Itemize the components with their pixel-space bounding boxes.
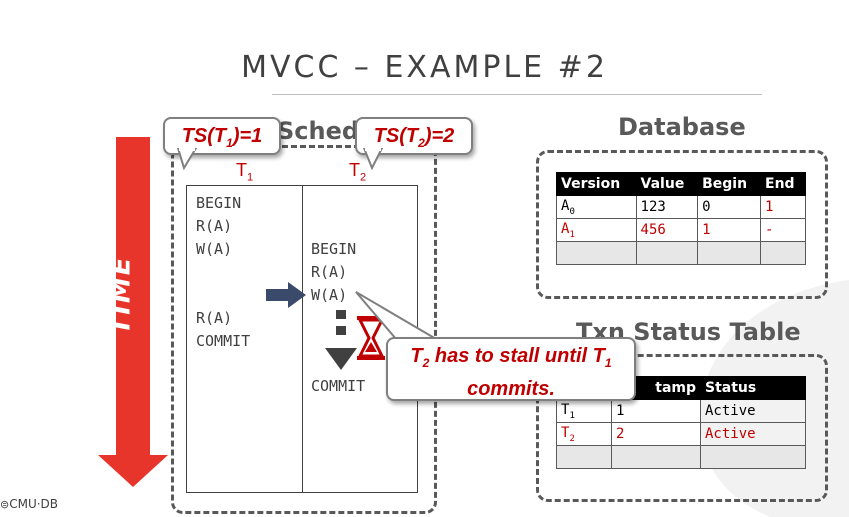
ts-t1-callout-tail	[176, 148, 198, 170]
begin-cell	[697, 241, 761, 265]
cmu-db-logo: ⊜CMU·DB	[0, 497, 59, 511]
t1-op: W(A)	[196, 240, 233, 258]
timestamp-cell	[611, 445, 701, 469]
version-cell: A1	[556, 218, 637, 242]
version-cell: A0	[556, 195, 637, 219]
wait-down-arrow-icon	[325, 310, 357, 370]
t1-op: COMMIT	[196, 332, 251, 350]
value-cell: 456	[635, 218, 699, 242]
stall-callout: T2 has to stall until T1 commits.	[386, 337, 636, 401]
status-cell: Active	[700, 422, 806, 446]
timestamp-cell: 1	[611, 399, 701, 423]
logo-icon: ⊜	[0, 498, 10, 511]
t2-op: BEGIN	[311, 240, 357, 258]
t1-op: R(A)	[196, 309, 233, 327]
title-rule	[272, 94, 762, 95]
time-arrow	[98, 137, 168, 487]
table-row: A0 123 0 1	[556, 195, 806, 219]
stall-callout-line1: T2 has to stall until T1	[410, 345, 612, 370]
current-op-pointer-icon	[266, 282, 306, 308]
schedule-table	[186, 185, 418, 493]
schedule-box	[171, 145, 437, 514]
value-cell	[635, 241, 699, 265]
begin-cell: 1	[697, 218, 761, 242]
status-cell: Active	[700, 399, 806, 423]
header-status: Status	[700, 376, 806, 400]
t1-column-label: T1	[236, 160, 254, 184]
txn-cell: T2	[556, 422, 612, 446]
t2-op: R(A)	[311, 263, 348, 281]
t2-ops: BEGIN R(A) W(A)	[311, 238, 356, 307]
end-cell: -	[760, 218, 806, 242]
ts-t2-callout-tail	[362, 148, 384, 170]
t1-ops: BEGIN R(A) W(A) R(A) COMMIT	[196, 192, 250, 353]
txn-status-table: tamp Status T1 1 Active T2 2 Active	[556, 376, 806, 469]
t2-commit: COMMIT	[311, 377, 366, 395]
t2-column-label: T2	[349, 160, 367, 184]
header-begin: Begin	[697, 172, 761, 196]
database-header-row: Version Value Begin End	[556, 172, 806, 196]
table-row: T2 2 Active	[556, 422, 806, 446]
version-cell	[556, 241, 637, 265]
t1-op: BEGIN	[196, 194, 242, 212]
table-row: A1 456 1 -	[556, 218, 806, 242]
stall-callout-line2: commits.	[467, 378, 555, 400]
database-label: Database	[618, 113, 746, 141]
header-version: Version	[556, 172, 637, 196]
time-label: TIME	[106, 255, 137, 335]
txn-cell	[556, 445, 612, 469]
t1-op: R(A)	[196, 217, 233, 235]
begin-cell: 0	[697, 195, 761, 219]
header-value: Value	[635, 172, 699, 196]
t1-op-spacer	[196, 284, 250, 307]
end-cell	[760, 241, 806, 265]
timestamp-cell: 2	[611, 422, 701, 446]
database-table: Version Value Begin End A0 123 0 1 A1 45…	[556, 172, 806, 265]
table-row	[556, 241, 806, 265]
t2-op: W(A)	[311, 286, 348, 304]
slide-title: MVCC – EXAMPLE #2	[241, 50, 608, 85]
value-cell: 123	[635, 195, 699, 219]
database-box	[536, 150, 828, 299]
end-cell: 1	[760, 195, 806, 219]
table-row: T1 1 Active	[556, 399, 806, 423]
schedule-divider	[302, 186, 303, 492]
t1-op-spacer	[196, 261, 250, 284]
status-cell	[700, 445, 806, 469]
header-end: End	[760, 172, 806, 196]
txn-cell: T1	[556, 399, 612, 423]
table-row	[556, 445, 806, 469]
txn-status-box	[536, 354, 828, 502]
ts-t1-callout: TS(T1)=1	[163, 117, 281, 155]
